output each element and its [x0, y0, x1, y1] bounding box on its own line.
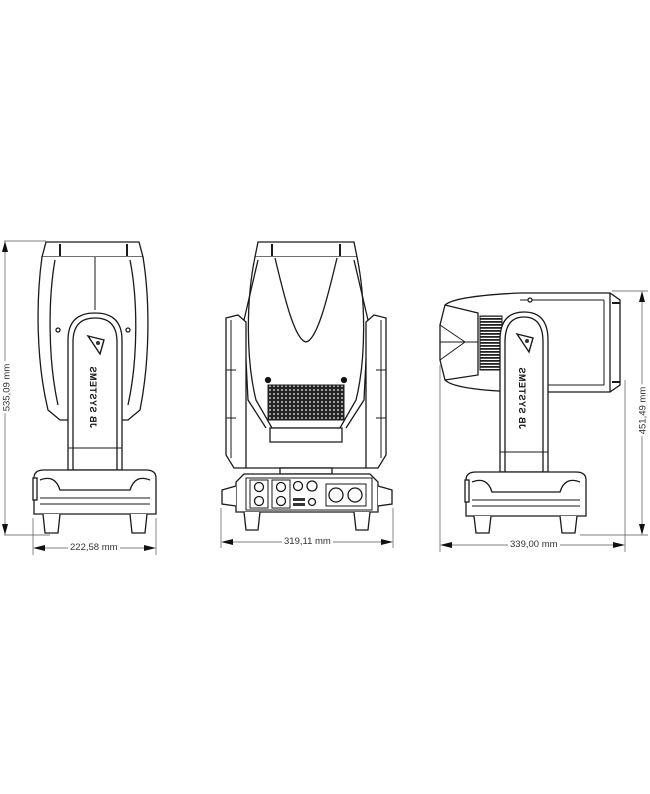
brand-logo-side-view: JB SYSTEMS — [88, 365, 99, 429]
brand-logo-tilted-view: JB SYSTEMS — [517, 366, 528, 430]
side-view-width-label: 222,58 mm — [68, 542, 120, 553]
front-view — [221, 241, 393, 531]
front-view-width-label: 319,11 mm — [282, 536, 333, 547]
tilted-view-height-label: 451,49 mm — [637, 384, 649, 437]
tilted-view-width-label: 339,00 mm — [508, 539, 560, 550]
side-view-tilted — [439, 292, 621, 534]
side-view — [32, 241, 157, 534]
side-view-height-label: 535,09 mm — [1, 361, 13, 414]
